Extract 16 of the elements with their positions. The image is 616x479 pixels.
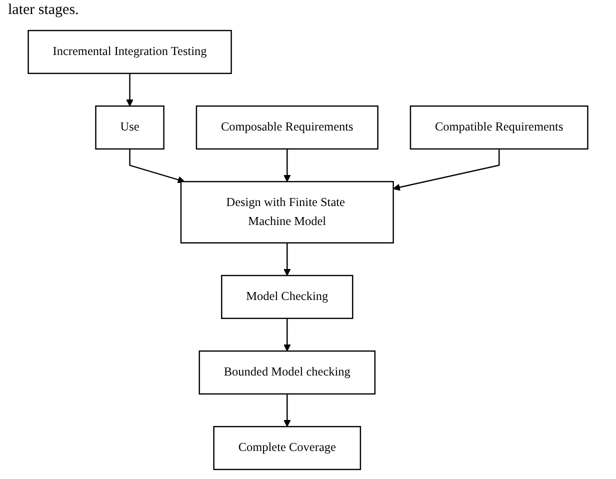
arrow [284, 394, 291, 427]
arrow [284, 318, 291, 352]
arrow [129, 148, 185, 184]
node-box: Bounded Model checking [198, 350, 376, 395]
arrow [284, 148, 291, 182]
node-box: Compatible Requirements [410, 105, 588, 150]
node-box: Design with Finite State Machine Model [180, 181, 394, 244]
node-box: Composable Requirements [196, 105, 378, 150]
note-text: later stages. [8, 2, 79, 19]
arrow [126, 73, 134, 106]
arrow [392, 148, 500, 191]
arrow [284, 242, 291, 276]
node-box: Model Checking [221, 274, 354, 319]
node-box: Complete Coverage [213, 426, 362, 470]
node-box: Incremental Integration Testing [28, 30, 232, 74]
node-box: Use [95, 105, 164, 150]
